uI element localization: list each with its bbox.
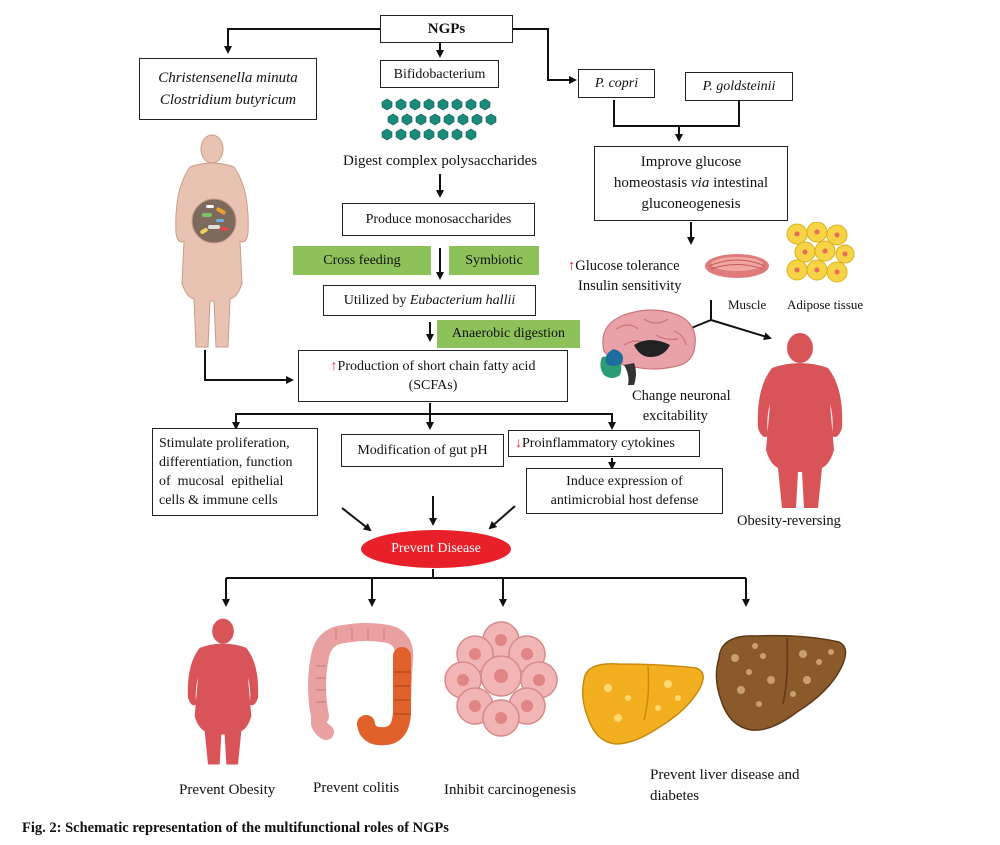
glucose-line2b: via (691, 175, 710, 191)
outcome-carcinogenesis-label: Inhibit carcinogenesis (444, 782, 577, 798)
stimulate-line3: of mucosal epithelial (159, 474, 284, 489)
clostridium-label: Clostridium butyricum (159, 92, 297, 108)
ngps-label: NGPs (427, 20, 466, 37)
glucose-line2a: homeostasis (613, 175, 688, 191)
stimulate-box: Stimulate proliferation, differentiation… (152, 428, 318, 516)
p-goldsteinii-box: P. goldsteinii (685, 72, 793, 101)
colon-icon (308, 623, 414, 746)
antimicrobial-line2: antimicrobial host defense (550, 493, 699, 508)
symbiotic-badge: Symbiotic (449, 246, 539, 275)
brain-icon (600, 309, 696, 385)
proinflammatory-box: ↓Proinflammatory cytokines (508, 430, 700, 457)
neuronal-line2: excitability (642, 408, 708, 424)
stimulate-line4: cells & immune cells (159, 493, 278, 508)
prevent-disease-node: Prevent Disease (361, 530, 511, 568)
glucose-line1: Improve glucose (640, 154, 742, 170)
glucose-line2c: intestinal (713, 175, 769, 191)
insulin-sensitivity-label: Insulin sensitivity (578, 278, 682, 294)
glucose-tolerance-label: Glucose tolerance (575, 258, 680, 274)
outcome-liver-line2: diabetes (650, 788, 700, 804)
outcome-liver-line1: Prevent liver disease and (650, 767, 800, 783)
symbiotic-label: Symbiotic (465, 252, 523, 268)
p-goldsteinii-label: P. goldsteinii (702, 79, 776, 94)
anaerobic-label: Anaerobic digestion (451, 326, 566, 341)
bifido-label: Bifidobacterium (393, 66, 486, 82)
polysaccharide-chain-icon (381, 98, 497, 141)
tumor-cells-icon (444, 621, 558, 737)
figure-caption: Fig. 2: Schematic representation of the … (22, 820, 449, 836)
neuronal-label: Change neuronal excitability (632, 386, 731, 426)
stimulate-line2: differentiation, function (159, 455, 293, 470)
bifido-box: Bifidobacterium (380, 60, 499, 88)
adipose-label: Adipose tissue (787, 297, 864, 312)
antimicrobial-box: Induce expression of antimicrobial host … (526, 468, 723, 514)
stimulate-line1: Stimulate proliferation, (159, 436, 290, 451)
cross-feeding-label: Cross feeding (323, 252, 401, 268)
scfa-line1: Production of short chain fatty acid (337, 359, 536, 374)
obesity-silhouette-icon (187, 618, 259, 765)
glucose-tolerance-block: ↑Glucose tolerance Insulin sensitivity (568, 256, 682, 296)
up-arrow-icon: ↑ (330, 359, 338, 374)
glucose-line3: gluconeogenesis (641, 196, 741, 212)
scfa-line2: (SCFAs) (408, 378, 458, 393)
obesity-reversing-label: Obesity-reversing (737, 513, 841, 529)
outcome-liver-label: Prevent liver disease and diabetes (650, 765, 800, 807)
anaerobic-badge: Anaerobic digestion (437, 320, 580, 348)
christensenella-label: Christensenella minuta (158, 70, 298, 86)
utilized-species: Eubacterium hallii (409, 293, 516, 308)
utilized-prefix: Utilized by (343, 293, 407, 308)
produce-mono-box: Produce monosaccharides (342, 203, 535, 236)
p-copri-label: P. copri (594, 76, 639, 91)
left-species-box: Christensenella minuta Clostridium butyr… (139, 58, 317, 120)
outcome-colitis-label: Prevent colitis (313, 780, 400, 796)
adipose-icon (786, 222, 855, 283)
scfa-box: ↑Production of short chain fatty acid (S… (298, 350, 568, 402)
proinflammatory-label: Proinflammatory cytokines (522, 436, 675, 451)
gut-body-icon (175, 134, 249, 348)
outcome-obesity-label: Prevent Obesity (179, 782, 276, 798)
produce-mono-label: Produce monosaccharides (365, 212, 512, 227)
ngps-box: NGPs (380, 15, 513, 43)
muscle-label: Muscle (728, 297, 767, 312)
digest-label: Digest complex polysaccharides (343, 153, 538, 169)
glucose-box: Improve glucose homeostasis via intestin… (594, 146, 788, 221)
gut-ph-label: Modification of gut pH (357, 443, 488, 458)
cross-feeding-badge: Cross feeding (293, 246, 431, 275)
down-arrow-icon: ↓ (515, 436, 522, 451)
utilized-box: Utilized by Eubacterium hallii (323, 285, 536, 316)
obese-silhouette-icon (757, 333, 843, 508)
p-copri-box: P. copri (578, 69, 655, 98)
fatty-liver-icon (581, 663, 704, 745)
cirrhotic-liver-icon (715, 634, 847, 731)
muscle-icon (705, 254, 769, 278)
neuronal-line1: Change neuronal (632, 388, 731, 404)
gut-ph-box: Modification of gut pH (341, 434, 504, 467)
antimicrobial-line1: Induce expression of (566, 474, 683, 489)
up-arrow-icon: ↑ (568, 258, 576, 274)
prevent-disease-label: Prevent Disease (391, 541, 481, 556)
